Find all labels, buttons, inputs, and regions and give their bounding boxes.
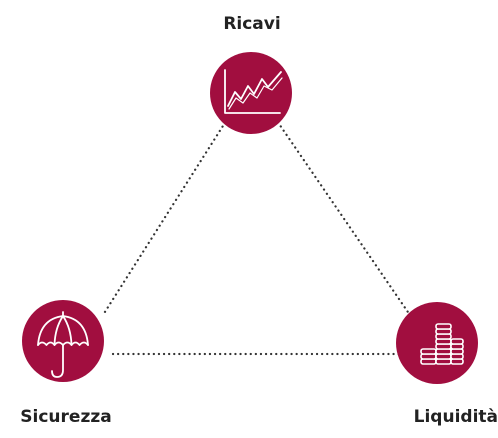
node-ricavi <box>210 52 292 134</box>
edge-ricavi-sicurezza <box>101 116 230 317</box>
label-liquidita: Liquidità <box>413 407 498 427</box>
umbrella-icon <box>37 311 89 378</box>
node-liquidita <box>396 302 478 384</box>
revenue-chart-icon <box>224 69 283 114</box>
label-sicurezza: Sicurezza <box>20 407 112 427</box>
node-sicurezza <box>22 300 104 382</box>
label-ricavi: Ricavi <box>223 14 281 34</box>
coin-stacks-icon <box>420 323 464 365</box>
edge-ricavi-liquidita <box>273 116 414 320</box>
